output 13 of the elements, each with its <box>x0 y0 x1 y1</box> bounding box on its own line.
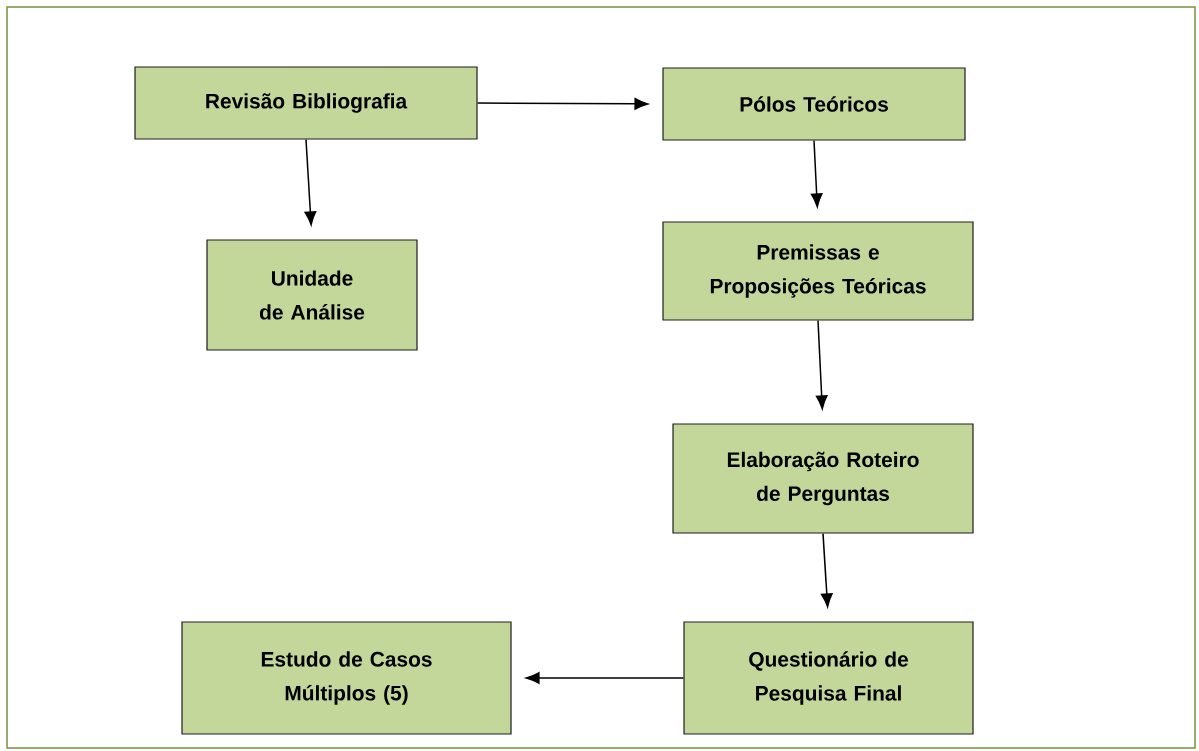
arrow <box>304 138 317 226</box>
process-box: Premissas e Proposições Teóricas <box>662 221 974 321</box>
arrow <box>815 319 828 410</box>
process-box: Questionário de Pesquisa Final <box>683 621 974 735</box>
arrow <box>525 672 685 684</box>
arrow <box>810 139 823 208</box>
arrow <box>820 532 833 608</box>
process-box: Revisão Bibliografia <box>134 66 478 140</box>
process-box: Unidade de Análise <box>206 239 418 351</box>
process-box: Elaboração Roteiro de Perguntas <box>672 423 974 534</box>
process-box: Estudo de Casos Múltiplos (5) <box>181 621 512 735</box>
process-box: Pólos Teóricos <box>662 67 966 141</box>
arrow <box>476 97 649 110</box>
